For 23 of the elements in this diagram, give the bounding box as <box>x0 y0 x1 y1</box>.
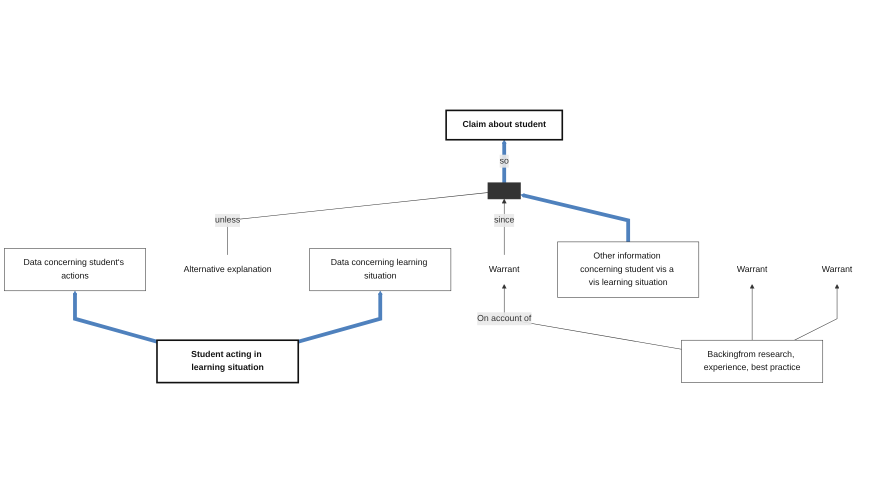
arrow <box>502 140 507 183</box>
edge-label: unless <box>215 216 240 225</box>
node-text: Warrant <box>488 264 520 274</box>
node-box: Other information concerning student vis a vis learning situation <box>557 242 700 298</box>
node-box: Student acting in learning situation <box>156 339 300 384</box>
node-text: Warrant <box>736 264 768 274</box>
connector <box>227 192 488 256</box>
node-bar <box>488 182 521 200</box>
node-box: Claim about student <box>445 110 564 141</box>
arrow <box>502 198 507 256</box>
arrow <box>794 284 840 340</box>
arrow <box>72 290 158 344</box>
arrow <box>298 290 383 344</box>
edge-label: so <box>500 156 509 166</box>
node-box: Data concerning student‘s actions <box>4 248 146 292</box>
node-text: Warrant <box>822 264 852 274</box>
edge-label: since <box>494 216 514 225</box>
arrow <box>520 193 630 242</box>
arrow <box>750 284 755 340</box>
node-box: Backingfrom research, experience, best practice <box>681 340 824 383</box>
node-text: Alternative explanation <box>184 264 272 274</box>
node-box: Data concerning learning situation <box>309 248 452 292</box>
edge-label: On account of <box>477 314 532 324</box>
